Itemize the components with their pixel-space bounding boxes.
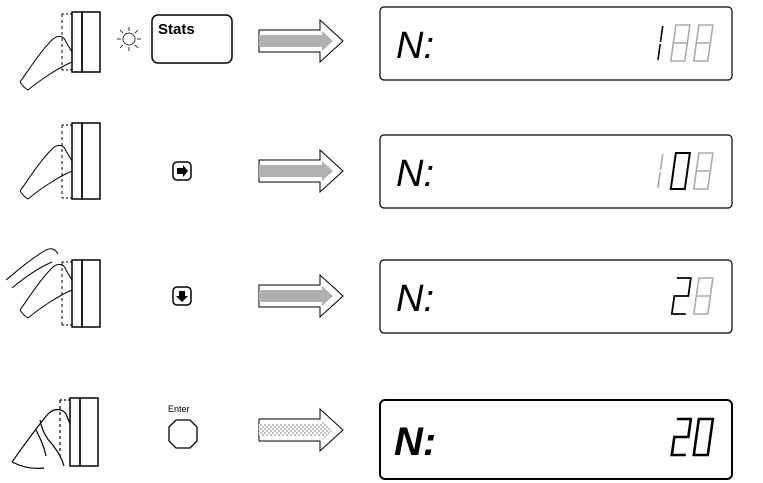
- stats-key[interactable]: Stats: [151, 14, 233, 64]
- lcd-display-4: N:: [379, 399, 733, 480]
- finger-press-icon: [19, 122, 101, 200]
- digit-0: [692, 24, 714, 62]
- display-label: N:: [396, 25, 434, 67]
- stats-key-label: Stats: [158, 21, 195, 38]
- enter-key-label: Enter: [168, 404, 190, 414]
- digit-1: [657, 154, 664, 188]
- enter-key[interactable]: [168, 419, 198, 449]
- digit-2: [670, 417, 693, 457]
- digit-0: [669, 152, 691, 190]
- digit-0: [669, 24, 691, 62]
- display-label: N:: [396, 278, 434, 320]
- down-arrow-key[interactable]: [172, 286, 192, 306]
- flash-icon: [117, 27, 141, 51]
- digit-0: [692, 152, 714, 190]
- step-1-press-stats: Stats N:: [19, 6, 733, 91]
- lcd-display-1: N:: [379, 6, 733, 81]
- result-arrow: [258, 148, 344, 194]
- down-arrow-icon: [176, 291, 188, 302]
- result-arrow: [258, 273, 344, 319]
- step-3-press-down: N:: [5, 248, 733, 334]
- octagon-key-icon: [168, 419, 198, 449]
- digit-1: [657, 26, 664, 60]
- result-arrow: [258, 18, 344, 64]
- digit-2: [670, 277, 692, 315]
- finger-press-firm-icon: [11, 397, 99, 469]
- lcd-display-3: N:: [379, 259, 733, 334]
- display-label: N:: [396, 153, 434, 195]
- finger-press-twice-icon: [5, 248, 101, 328]
- display-label: N:: [394, 420, 436, 464]
- digit-0: [692, 417, 715, 457]
- step-2-press-right: N:: [19, 122, 733, 209]
- result-arrow-dotted: [258, 407, 344, 453]
- finger-press-icon: [19, 11, 101, 91]
- right-arrow-icon: [177, 165, 188, 177]
- digit-0: [692, 277, 714, 315]
- right-arrow-key[interactable]: [172, 161, 192, 181]
- lcd-display-2: N:: [379, 134, 733, 209]
- step-4-press-enter: Enter N:: [11, 397, 733, 480]
